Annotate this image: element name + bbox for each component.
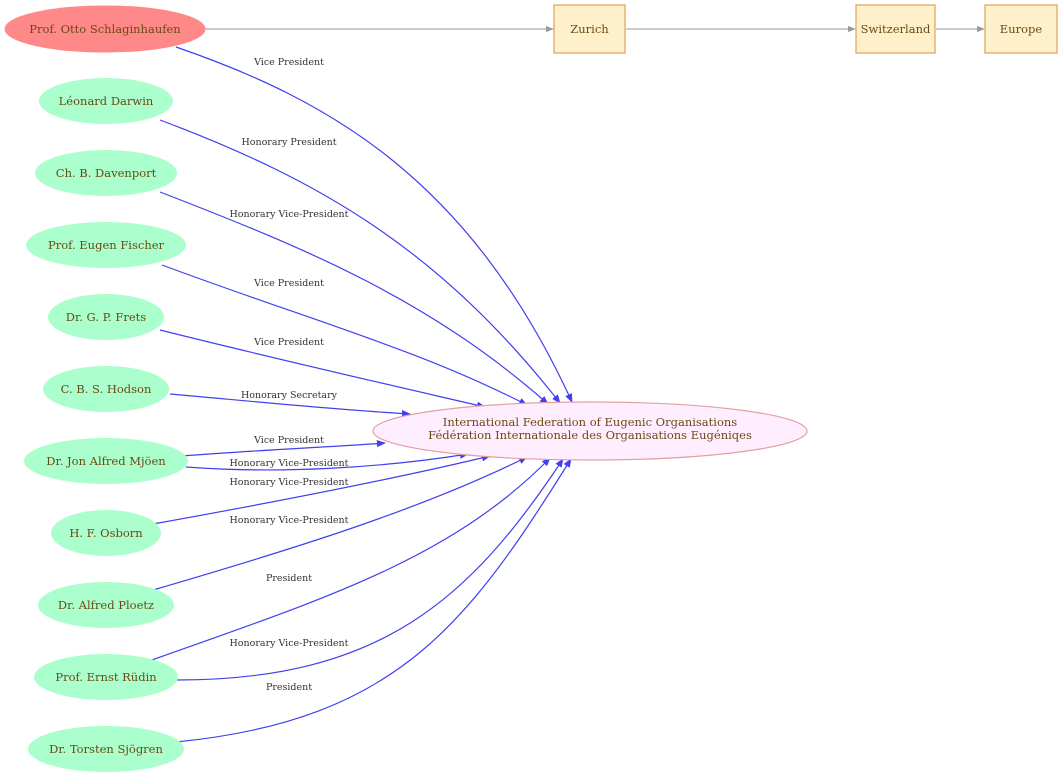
edge-label-osborn: Honorary Vice-President bbox=[230, 477, 349, 488]
edge-schlaginhaufen-org bbox=[175, 46, 573, 403]
edge-mjoen-org-2 bbox=[185, 451, 469, 471]
edge-labels: Vice President Honorary President Honora… bbox=[230, 57, 349, 693]
person-label-fischer: Prof. Eugen Fischer bbox=[48, 238, 165, 252]
organisation-node[interactable]: International Federation of Eugenic Orga… bbox=[372, 401, 808, 461]
edge-label-hodson: Honorary Secretary bbox=[241, 390, 338, 401]
person-label-rudin: Prof. Ernst Rüdin bbox=[55, 670, 157, 684]
edge-osborn-org bbox=[152, 454, 491, 525]
edge-label-ploetz: Honorary Vice-President bbox=[230, 515, 349, 526]
edge-mjoen-org-1 bbox=[181, 439, 386, 457]
person-label-hodson: C. B. S. Hodson bbox=[61, 382, 152, 396]
place-node-switzerland[interactable]: Switzerland bbox=[855, 4, 936, 54]
edge-ploetz-org bbox=[152, 456, 528, 591]
edge-label-sjogren: President bbox=[266, 682, 312, 693]
person-node-mjoen[interactable]: Dr. Jon Alfred Mjöen bbox=[24, 438, 188, 484]
edge-label-frets: Vice President bbox=[253, 337, 324, 348]
edge-rudin-org-1 bbox=[151, 457, 551, 661]
person-node-davenport[interactable]: Ch. B. Davenport bbox=[35, 150, 177, 196]
person-node-schlaginhaufen[interactable]: Prof. Otto Schlaginhaufen bbox=[4, 5, 206, 53]
person-label-schlaginhaufen: Prof. Otto Schlaginhaufen bbox=[29, 22, 181, 36]
person-label-osborn: H. F. Osborn bbox=[69, 526, 143, 540]
edge-label-rudin-1: President bbox=[266, 573, 312, 584]
place-label-switzerland: Switzerland bbox=[861, 22, 931, 36]
person-node-sjogren[interactable]: Dr. Torsten Sjögren bbox=[28, 726, 184, 772]
person-node-frets[interactable]: Dr. G. P. Frets bbox=[48, 294, 164, 340]
edge-label-schlaginhaufen: Vice President bbox=[253, 57, 324, 68]
edge-label-mjoen-2: Honorary Vice-President bbox=[230, 458, 349, 469]
person-label-sjogren: Dr. Torsten Sjögren bbox=[49, 742, 163, 756]
person-node-hodson[interactable]: C. B. S. Hodson bbox=[43, 366, 169, 412]
edge-fischer-org bbox=[161, 264, 528, 406]
edge-hodson-org bbox=[169, 393, 411, 418]
role-edges bbox=[151, 46, 573, 743]
person-node-fischer[interactable]: Prof. Eugen Fischer bbox=[26, 222, 186, 268]
person-label-darwin: Léonard Darwin bbox=[59, 94, 154, 108]
edge-label-davenport: Honorary Vice-President bbox=[230, 209, 349, 220]
edge-frets-org bbox=[159, 329, 486, 409]
edge-darwin-org bbox=[159, 119, 561, 404]
edge-label-mjoen-1: Vice President bbox=[253, 435, 324, 446]
place-label-europe: Europe bbox=[1000, 22, 1043, 36]
edge-rudin-org-2 bbox=[176, 458, 564, 681]
person-node-darwin[interactable]: Léonard Darwin bbox=[39, 78, 173, 124]
person-node-rudin[interactable]: Prof. Ernst Rüdin bbox=[34, 654, 178, 700]
place-node-zurich[interactable]: Zurich bbox=[553, 4, 626, 54]
organisation-name-en: International Federation of Eugenic Orga… bbox=[443, 415, 738, 429]
person-node-ploetz[interactable]: Dr. Alfred Ploetz bbox=[38, 582, 174, 628]
edge-label-rudin-2: Honorary Vice-President bbox=[230, 638, 349, 649]
person-label-mjoen: Dr. Jon Alfred Mjöen bbox=[46, 454, 166, 468]
person-label-davenport: Ch. B. Davenport bbox=[56, 166, 157, 180]
place-node-europe[interactable]: Europe bbox=[984, 4, 1058, 54]
person-node-osborn[interactable]: H. F. Osborn bbox=[51, 510, 161, 556]
edge-sjogren-org bbox=[175, 458, 572, 743]
person-label-frets: Dr. G. P. Frets bbox=[66, 310, 146, 324]
person-label-ploetz: Dr. Alfred Ploetz bbox=[58, 598, 154, 612]
edge-davenport-org bbox=[159, 191, 549, 405]
place-label-zurich: Zurich bbox=[570, 22, 609, 36]
edge-label-darwin: Honorary President bbox=[241, 137, 336, 148]
edge-label-fischer: Vice President bbox=[253, 278, 324, 289]
organisation-name-fr: Fédération Internationale des Organisati… bbox=[428, 428, 752, 442]
